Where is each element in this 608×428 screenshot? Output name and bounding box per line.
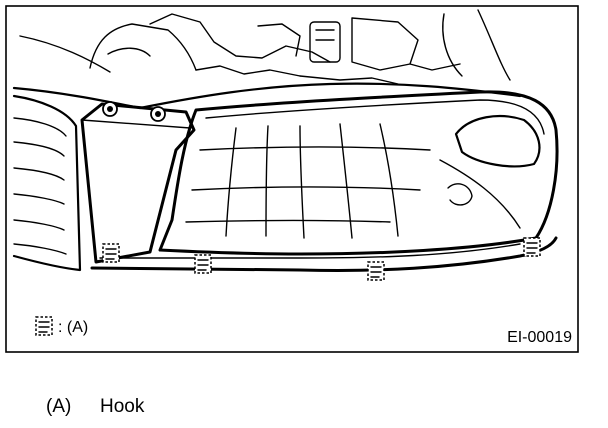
hook-marker bbox=[102, 243, 120, 263]
figure-frame bbox=[5, 5, 579, 353]
hood-edge bbox=[12, 82, 522, 110]
mounting-bolt bbox=[102, 101, 118, 117]
hook-marker bbox=[523, 237, 541, 257]
hook-marker bbox=[194, 254, 212, 274]
front-grille bbox=[12, 94, 82, 272]
figure-code: EI-00019 bbox=[507, 329, 572, 346]
hook-symbol bbox=[35, 316, 53, 336]
legend-label: : (A) bbox=[58, 319, 88, 336]
caption-text: Hook bbox=[100, 396, 145, 417]
caption-key: (A) bbox=[46, 396, 71, 417]
hook-marker bbox=[367, 261, 385, 281]
engine-bay-background bbox=[19, 9, 511, 85]
mounting-bolt bbox=[150, 106, 166, 122]
bumper-cover bbox=[90, 236, 558, 272]
headlight-lens bbox=[158, 90, 559, 256]
legend: : (A) bbox=[35, 316, 88, 336]
